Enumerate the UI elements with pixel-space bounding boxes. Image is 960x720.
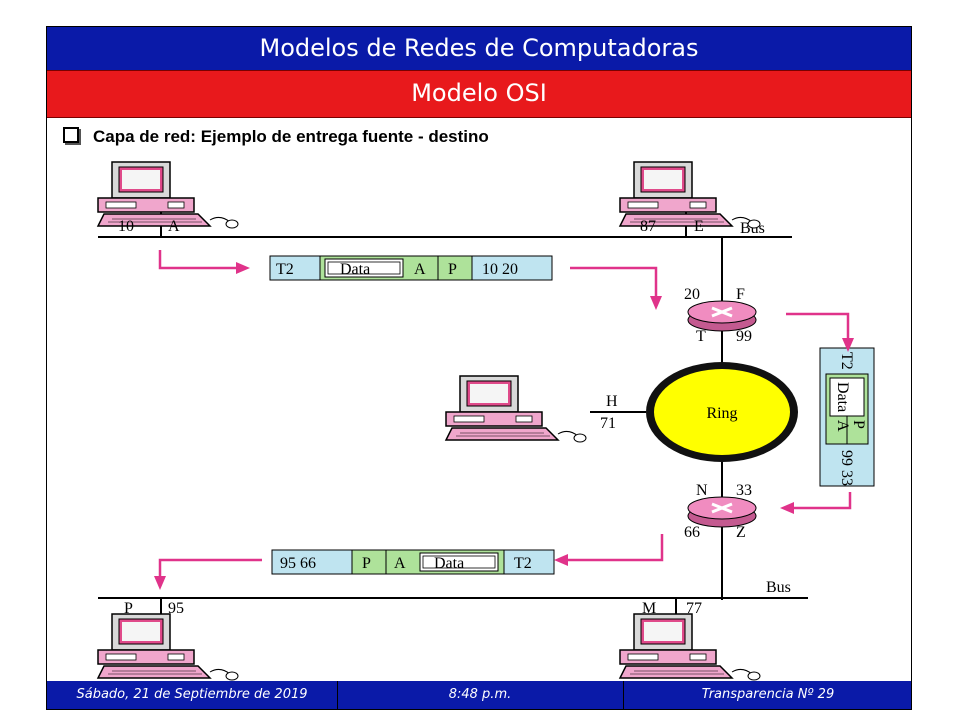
arrow-heads bbox=[154, 262, 854, 590]
packet-top: T2 Data A P 10 20 bbox=[269, 255, 553, 281]
footer-slide-number: Transparencia Nº 29 bbox=[701, 687, 835, 702]
packet-vertical-t2: T2 bbox=[838, 352, 855, 370]
packet-top-data: Data bbox=[340, 261, 370, 278]
packet-vertical-data: Data bbox=[834, 382, 851, 412]
packet-bottom-data: Data bbox=[434, 555, 464, 572]
node-p-num: 95 bbox=[168, 600, 184, 617]
arrow-router-to-bpacket bbox=[564, 534, 664, 562]
packet-bottom-p: P bbox=[362, 555, 371, 572]
packet-top-t2: T2 bbox=[276, 261, 294, 278]
footer: Sábado, 21 de Septiembre de 2019 8:48 p.… bbox=[47, 681, 911, 709]
router-bottom-letter: N bbox=[696, 482, 708, 499]
packet-vertical-addr: 99 33 bbox=[838, 450, 855, 486]
arrow-bpacket-to-p bbox=[158, 558, 262, 580]
node-a-letter: A bbox=[168, 218, 180, 235]
packet-vertical-a: A bbox=[834, 420, 851, 432]
router-bottom: N 33 66 Z bbox=[684, 482, 758, 541]
packet-vertical-p: P bbox=[850, 420, 867, 429]
router-top-num: 20 bbox=[684, 286, 700, 303]
arrow-vpacket-to-router bbox=[790, 492, 852, 510]
computer-e: 87 E bbox=[619, 161, 761, 235]
node-e-letter: E bbox=[694, 218, 704, 235]
node-h-num: 71 bbox=[600, 415, 616, 432]
packet-top-p: P bbox=[448, 261, 457, 278]
router-bottom-num: 33 bbox=[736, 482, 752, 499]
flow-arrows bbox=[158, 250, 852, 580]
footer-time: 8:48 p.m. bbox=[337, 681, 624, 709]
router-top: 20 F T 99 bbox=[684, 286, 758, 345]
slide-frame: Modelos de Redes de Computadoras Modelo … bbox=[46, 26, 912, 710]
ring-fill bbox=[654, 369, 790, 455]
bullet-text: Capa de red: Ejemplo de entrega fuente -… bbox=[93, 127, 489, 146]
router-bottom-num-bottom: 66 bbox=[684, 524, 700, 541]
bottom-bus: Bus bbox=[98, 579, 808, 622]
packet-top-a: A bbox=[414, 261, 426, 278]
computer-p: P 95 bbox=[97, 600, 239, 681]
packet-vertical: T2 Data A P 99 33 bbox=[819, 347, 875, 487]
bottom-bus-label: Bus bbox=[766, 579, 791, 596]
computer-m: M 77 bbox=[619, 600, 761, 681]
router-bottom-letter-bottom: Z bbox=[736, 524, 746, 541]
node-e-num: 87 bbox=[640, 218, 656, 235]
slide-title: Modelos de Redes de Computadoras bbox=[47, 27, 911, 70]
node-h-letter: H bbox=[606, 393, 618, 410]
slide-subtitle: Modelo OSI bbox=[47, 70, 911, 118]
checkbox-bullet-icon bbox=[63, 127, 79, 143]
packet-bottom-addr: 95 66 bbox=[280, 555, 316, 572]
bullet-item: Capa de red: Ejemplo de entrega fuente -… bbox=[63, 127, 489, 147]
node-m-num: 77 bbox=[686, 600, 702, 617]
router-top-num-bottom: 99 bbox=[736, 328, 752, 345]
arrow-a-to-packet bbox=[158, 250, 238, 270]
node-m-letter: M bbox=[642, 600, 656, 617]
ring-label: Ring bbox=[706, 405, 737, 422]
computer-h: H 71 bbox=[445, 375, 618, 443]
node-a-num: 10 bbox=[118, 218, 134, 235]
packet-bottom-a: A bbox=[394, 555, 406, 572]
arrow-router-to-vpacket bbox=[786, 312, 850, 342]
ring-network: Ring bbox=[590, 362, 798, 462]
router-top-letter-bottom: T bbox=[696, 328, 706, 345]
packet-top-addr: 10 20 bbox=[482, 261, 518, 278]
footer-date: Sábado, 21 de Septiembre de 2019 bbox=[47, 681, 338, 709]
arrow-packet-to-router bbox=[570, 266, 658, 300]
router-top-letter: F bbox=[736, 286, 745, 303]
packet-bottom: 95 66 P A Data T2 bbox=[271, 549, 555, 575]
computer-a: 10 A bbox=[97, 161, 239, 235]
node-p-letter: P bbox=[124, 600, 133, 617]
packet-bottom-t2: T2 bbox=[514, 555, 532, 572]
